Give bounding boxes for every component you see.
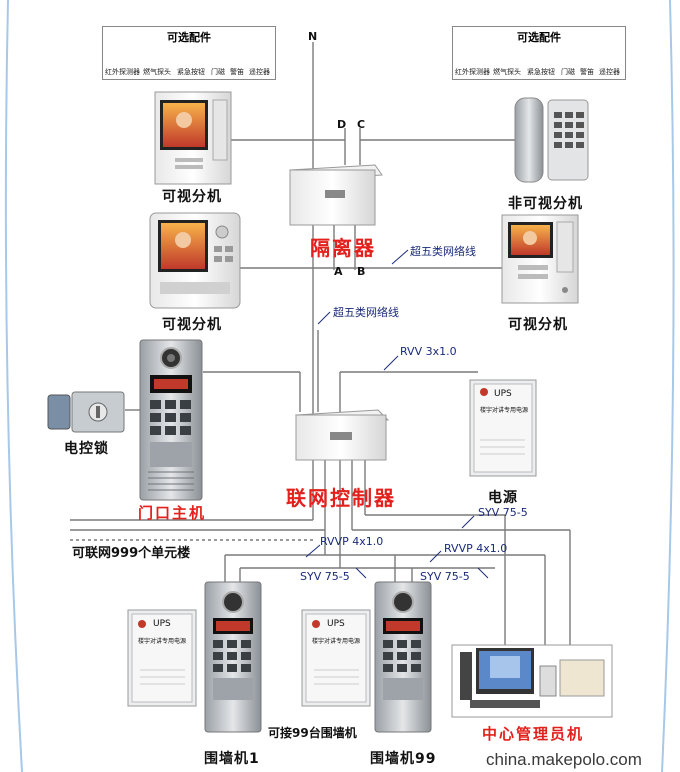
wire-c-label: C	[357, 118, 366, 131]
ups-right-label: UPS	[327, 619, 345, 629]
ups-left-label: UPS	[153, 619, 171, 629]
accessories-title-left: 可选配件	[167, 31, 211, 44]
video-extension-1-label: 可视分机	[162, 189, 222, 205]
center-management-label: 中心管理员机	[482, 725, 585, 743]
video-extension-2-label: 可视分机	[162, 317, 222, 333]
video-extension-3-label: 可视分机	[508, 317, 568, 333]
network-controller-label: 联网控制器	[286, 486, 396, 510]
video-extension-2-device	[149, 212, 241, 309]
syv-cable-label-3: SYV 75-5	[420, 570, 470, 583]
non-video-extension-device	[514, 97, 589, 183]
accessory-siren: 警笛	[230, 68, 244, 76]
cat5-cable-label-1: 超五类网络线	[410, 245, 476, 258]
wiring	[70, 42, 571, 660]
power-ups-title: 楼宇对讲专用电源	[480, 407, 529, 414]
electric-lock-device	[47, 391, 125, 433]
syv-cable-label-2: SYV 75-5	[300, 570, 350, 583]
wall-machine-1-device	[204, 581, 262, 733]
wall-capacity-note: 可接99台围墙机	[268, 726, 357, 740]
wire-d-label: D	[337, 118, 347, 131]
ups-right-title: 楼宇对讲专用电源	[312, 638, 361, 645]
accessory-gas: 燃气探头	[143, 68, 171, 76]
accessories-box-left: 可选配件 红外探测器 燃气探头 紧急按钮 门磁 警笛 遥控器	[102, 26, 276, 80]
accessory-door-sensor: 门磁	[561, 68, 575, 76]
wall-machine-99-label: 围墙机99	[370, 751, 437, 767]
accessory-emergency: 紧急按钮	[527, 68, 555, 76]
accessory-gas: 燃气探头	[493, 68, 521, 76]
accessory-emergency: 紧急按钮	[177, 68, 205, 76]
power-ups-label: UPS	[494, 389, 512, 399]
video-extension-3-device	[501, 214, 579, 304]
accessory-remote: 遥控器	[599, 68, 620, 76]
door-main-unit-device	[139, 339, 203, 501]
door-main-label: 门口主机	[138, 504, 207, 522]
accessory-door-sensor: 门磁	[211, 68, 225, 76]
frame-border	[4, 0, 675, 772]
accessories-title-right: 可选配件	[517, 31, 561, 44]
rvvp-cable-label-1: RVVP 4x1.0	[320, 535, 384, 548]
isolator-label: 隔离器	[310, 236, 376, 260]
syv-cable-label-1: SYV 75-5	[478, 506, 528, 519]
wall-machine-99-device	[374, 581, 432, 733]
wire-n-label: N	[308, 30, 318, 43]
rvvp-cable-label-2: RVVP 4x1.0	[444, 542, 508, 555]
accessory-siren: 警笛	[580, 68, 594, 76]
ups-left-title: 楼宇对讲专用电源	[138, 638, 187, 645]
wire-a-label: A	[334, 265, 343, 278]
units-note: 可联网999个单元楼	[72, 546, 191, 561]
accessory-remote: 遥控器	[249, 68, 270, 76]
isolator-device	[289, 164, 383, 226]
accessories-box-right: 可选配件 红外探测器 燃气探头 紧急按钮 门磁 警笛 遥控器	[452, 26, 626, 80]
electric-lock-label: 电控锁	[64, 441, 109, 457]
cable-arrows	[305, 249, 489, 579]
accessory-infrared: 红外探测器	[455, 68, 490, 76]
accessory-infrared: 红外探测器	[105, 68, 140, 76]
wall-machine-1-label: 围墙机1	[204, 751, 260, 767]
non-video-extension-label: 非可视分机	[508, 196, 583, 212]
video-extension-1-device	[154, 91, 232, 185]
cat5-cable-label-2: 超五类网络线	[333, 306, 399, 319]
wire-b-label: B	[357, 265, 366, 278]
network-controller-device	[294, 409, 390, 461]
watermark-text: china.makepolo.com	[486, 750, 642, 769]
rvv-cable-label: RVV 3x1.0	[400, 345, 457, 358]
center-management-device	[451, 644, 613, 718]
power-supply-label: 电源	[488, 490, 518, 506]
